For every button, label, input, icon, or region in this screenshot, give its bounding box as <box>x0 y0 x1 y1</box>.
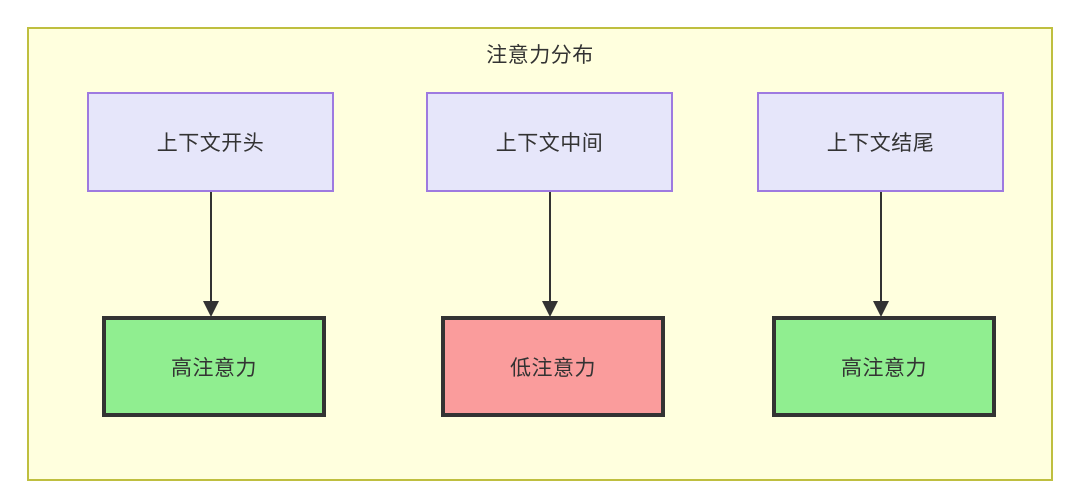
node-context-end[interactable]: 上下文结尾 <box>757 92 1004 192</box>
node-attention-start-label: 高注意力 <box>171 356 257 380</box>
node-attention-end[interactable]: 高注意力 <box>772 316 996 417</box>
node-attention-middle[interactable]: 低注意力 <box>441 316 665 417</box>
node-context-end-label: 上下文结尾 <box>826 132 935 155</box>
node-attention-start[interactable]: 高注意力 <box>102 316 326 417</box>
node-attention-end-label: 高注意力 <box>841 356 927 380</box>
node-context-start[interactable]: 上下文开头 <box>87 92 334 192</box>
node-context-start-label: 上下文开头 <box>156 132 265 155</box>
subgraph-title: 注意力分布 <box>486 44 594 67</box>
node-attention-middle-label: 低注意力 <box>510 356 596 380</box>
node-context-middle-label: 上下文中间 <box>495 132 604 155</box>
node-context-middle[interactable]: 上下文中间 <box>426 92 673 192</box>
